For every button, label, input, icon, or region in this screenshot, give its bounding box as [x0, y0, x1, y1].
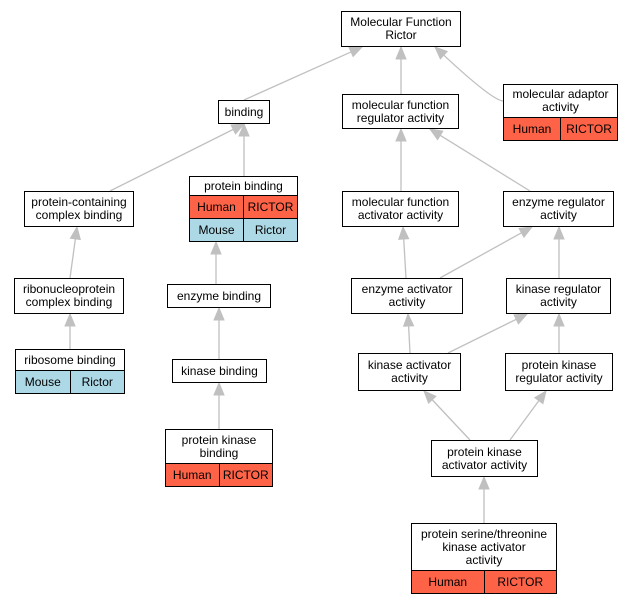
edge-arrowhead [553, 312, 565, 327]
node-label: protein kinase activator activity [441, 444, 528, 472]
species-name: Human [428, 574, 468, 589]
node-mf-activator[interactable]: molecular function activator activity [342, 191, 459, 227]
edge-arrowhead [69, 225, 81, 241]
edge-enzyme-activator [403, 238, 407, 279]
node-label: protein kinase binding [181, 432, 257, 460]
node-label: molecular function regulator activity [351, 97, 450, 125]
node-label: kinase regulator activity [515, 282, 602, 309]
edge-arrowhead [402, 312, 415, 327]
edge-kinase-activator-up [447, 318, 517, 354]
edge-mol-adaptor [443, 54, 504, 102]
species-row-mouse: Mouse Rictor [190, 218, 297, 241]
node-pk-activator[interactable]: protein kinase activator activity [431, 440, 538, 477]
gene-name: RICTOR [483, 571, 557, 593]
gene-name: Rictor [243, 219, 297, 241]
node-ribosome-binding[interactable]: ribosome binding Mouse Rictor [15, 349, 125, 394]
node-pk-binding[interactable]: protein kinase binding Human RICTOR [165, 429, 273, 487]
node-kinase-activator[interactable]: kinase activator activity [358, 353, 461, 391]
edge-arrowhead [434, 46, 449, 60]
edge-enzyme-regulator [439, 134, 531, 192]
edge-arrowhead [478, 475, 490, 490]
species-row-mouse: Mouse Rictor [16, 370, 124, 393]
edge-arrowhead [64, 312, 76, 327]
edge-arrowhead [533, 389, 547, 405]
species-name: Mouse [24, 374, 61, 389]
node-label: kinase binding [181, 363, 258, 378]
node-ribonucleoprotein[interactable]: ribonucleoprotein complex binding [14, 278, 124, 314]
node-kinase-binding[interactable]: kinase binding [172, 359, 267, 383]
edge-arrowhead [553, 225, 565, 240]
node-label: enzyme activator activity [361, 282, 453, 309]
node-enzyme-activator[interactable]: enzyme activator activity [351, 278, 463, 314]
node-label: molecular adaptor activity [512, 87, 609, 114]
edge-arrowhead [230, 123, 246, 135]
edge-arrowhead [348, 46, 364, 58]
node-mf-regulator[interactable]: molecular function regulator activity [342, 94, 459, 129]
node-pst-activator[interactable]: protein serine/threonine kinase activato… [411, 523, 557, 594]
species-row-human: Human RICTOR [412, 570, 556, 593]
node-binding[interactable]: binding [218, 100, 270, 124]
gene-name: RICTOR [218, 464, 273, 486]
edge-arrowhead [395, 45, 407, 60]
edge-arrowhead [395, 127, 407, 142]
edge-arrowhead [518, 226, 534, 239]
node-root[interactable]: Molecular Function Rictor [341, 11, 461, 47]
species-name: Human [172, 467, 212, 482]
gene-name: Rictor [69, 371, 125, 393]
edge-pk-activator-left [431, 399, 471, 441]
edge-arrowhead [238, 122, 250, 137]
edge-arrowhead [428, 128, 444, 141]
node-label: ribonucleoprotein complex binding [22, 282, 116, 309]
node-label: ribosome binding [24, 352, 116, 367]
node-label: kinase activator activity [367, 358, 452, 385]
edge-arrowhead [213, 306, 225, 321]
node-label: molecular function activator activity [351, 195, 450, 222]
node-label: binding [224, 104, 264, 119]
species-row-human: Human RICTOR [166, 463, 272, 486]
node-enzyme-regulator[interactable]: enzyme regulator activity [503, 191, 614, 227]
node-label: protein-containing complex binding [31, 195, 127, 222]
gene-name: RICTOR [560, 118, 617, 140]
species-row-human: Human RICTOR [190, 195, 297, 218]
node-label: protein kinase regulator activity [515, 358, 603, 385]
species-row-human: Human RICTOR [504, 117, 617, 140]
node-label: enzyme regulator activity [512, 195, 605, 222]
gene-name: RICTOR [243, 196, 297, 218]
node-mol-adaptor[interactable]: molecular adaptor activity Human RICTOR [503, 84, 618, 141]
edge-ribonucleoprotein [69, 238, 77, 279]
node-kinase-regulator[interactable]: kinase regulator activity [506, 278, 611, 314]
node-label: protein serine/threonine kinase activato… [420, 526, 548, 567]
edge-kinase-activator [407, 325, 411, 354]
node-label: enzyme binding [176, 288, 262, 303]
node-enzyme-binding[interactable]: enzyme binding [167, 284, 271, 308]
species-name: Mouse [198, 222, 235, 237]
edge-binding [243, 51, 352, 101]
species-name: Human [197, 199, 236, 214]
edge-arrowhead [213, 381, 225, 396]
edge-arrowhead [513, 313, 529, 325]
species-name: Human [512, 121, 552, 136]
node-protein-binding[interactable]: protein binding Human RICTOR Mouse Ricto… [189, 176, 298, 242]
edge-pk-activator-right [509, 400, 540, 441]
edge-arrowhead [423, 390, 437, 405]
edge-protein-containing [109, 128, 234, 192]
edge-enzyme-activator-up [439, 232, 522, 279]
node-protein-containing[interactable]: protein-containing complex binding [24, 191, 134, 227]
node-pk-regulator[interactable]: protein kinase regulator activity [505, 353, 613, 391]
edge-arrowhead [397, 225, 410, 240]
edge-arrowhead [210, 240, 222, 255]
node-label: Molecular Function Rictor [350, 15, 452, 42]
node-label: protein binding [204, 178, 283, 193]
